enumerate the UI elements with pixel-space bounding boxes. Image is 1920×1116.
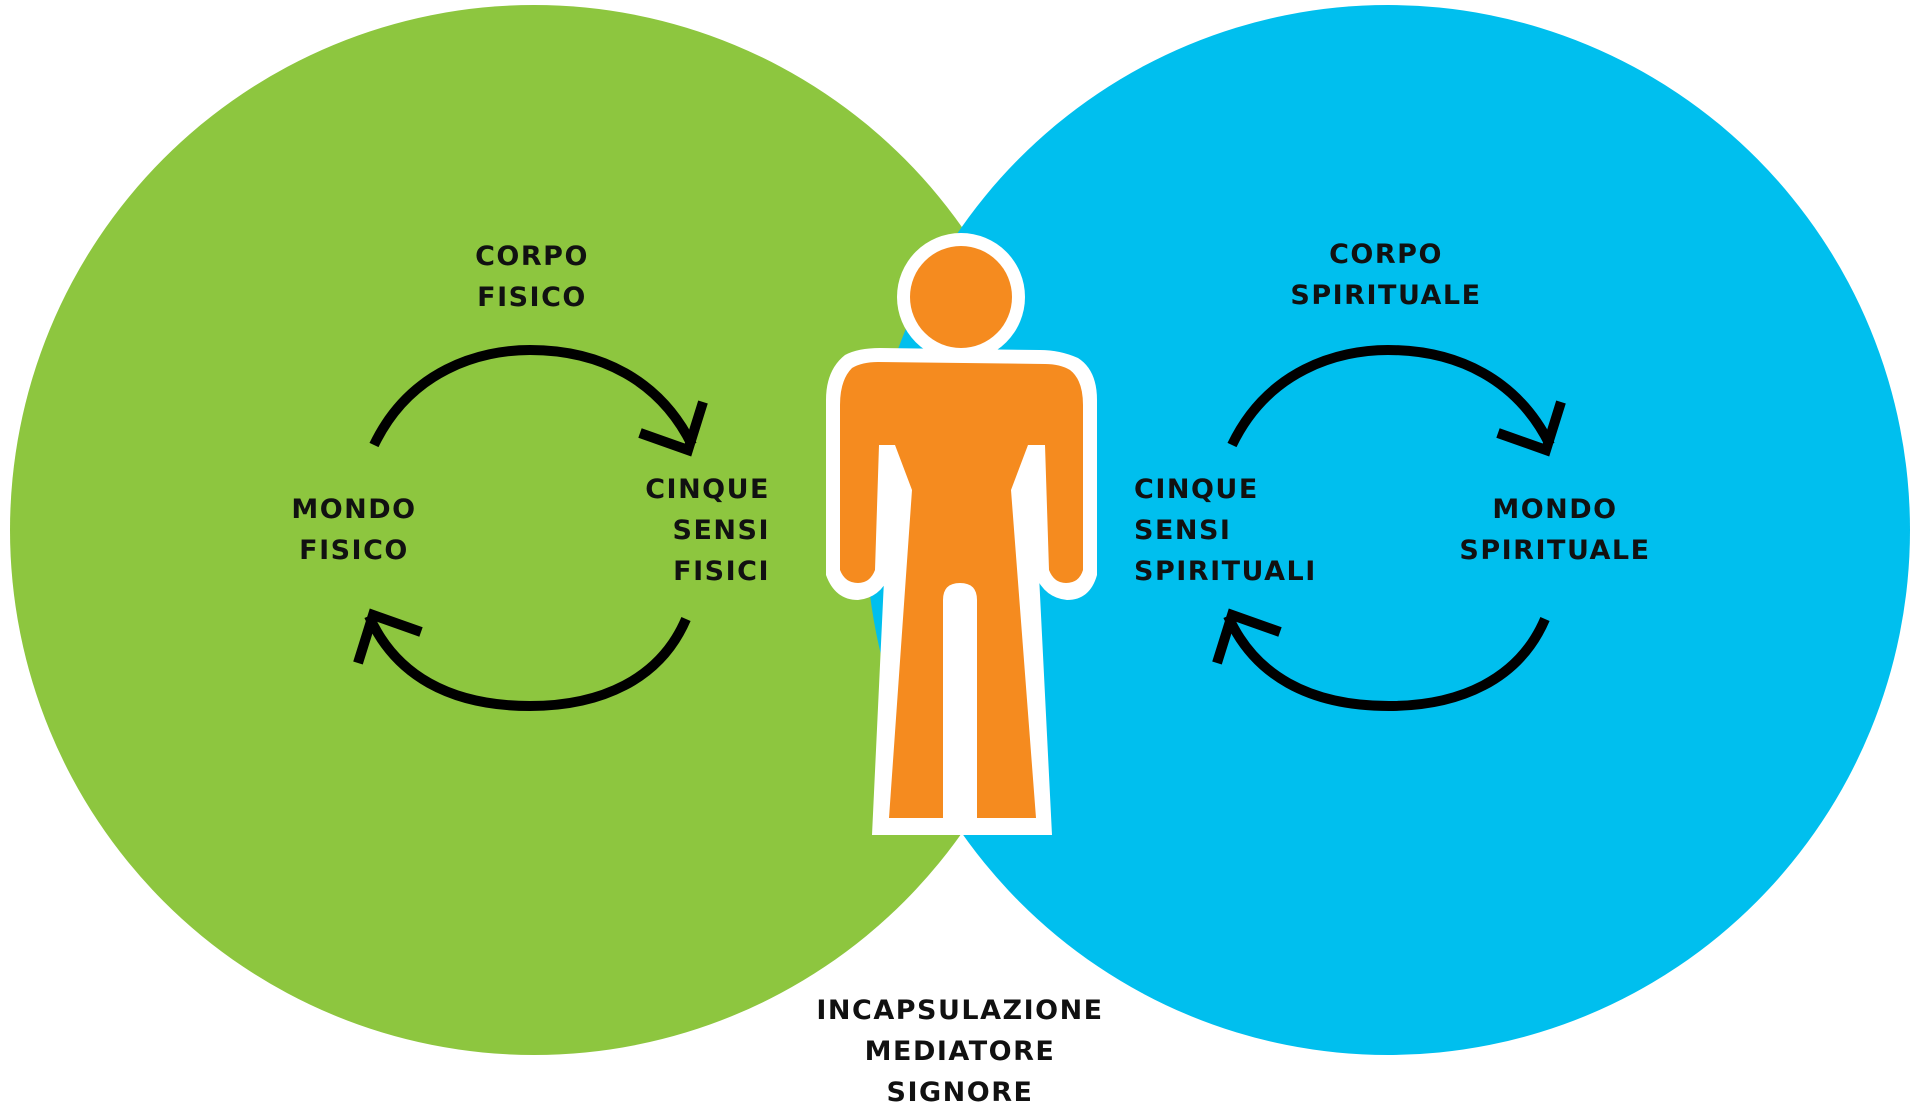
spiritual-senses-label-line2: SENSI: [1134, 515, 1232, 546]
spiritual-top-arrowhead-icon: [1496, 400, 1566, 457]
mediator-label-line2: MEDIATORE: [864, 1036, 1056, 1067]
spiritual-body-label-line1: CORPO: [1329, 239, 1443, 270]
physical-body-label-line2: FISICO: [477, 282, 587, 313]
spiritual-world-label-line1: MONDO: [1492, 494, 1618, 525]
spiritual-senses-label-line3: SPIRITUALI: [1134, 556, 1317, 587]
spiritual-senses-label-line1: CINQUE: [1134, 474, 1259, 505]
person-icon: [826, 233, 1097, 835]
physical-senses-label-line2: SENSI: [672, 515, 770, 546]
physical-world-label-line2: FISICO: [299, 535, 409, 566]
mediator-label-line1: INCAPSULAZIONE: [816, 995, 1104, 1026]
spiritual-world-label: MONDO SPIRITUALE: [1445, 489, 1665, 571]
physical-world-circle: [10, 5, 1058, 1055]
person-body-outline: [826, 348, 1097, 835]
person-head-fill: [910, 246, 1012, 348]
physical-world-label-line1: MONDO: [291, 494, 417, 525]
spiritual-world-circle: [866, 5, 1910, 1055]
spiritual-bottom-arrowhead-icon: [1212, 608, 1282, 665]
mediator-label: INCAPSULAZIONE MEDIATORE SIGNORE: [800, 990, 1120, 1113]
physical-senses-label-line1: CINQUE: [645, 474, 770, 505]
spiritual-body-label-line2: SPIRITUALE: [1290, 280, 1482, 311]
spiritual-senses-label: CINQUE SENSI SPIRITUALI: [1134, 469, 1364, 592]
person-body-fill: [840, 362, 1083, 818]
physical-world-label: MONDO FISICO: [262, 489, 446, 571]
spiritual-body-label: CORPO SPIRITUALE: [1256, 234, 1516, 316]
physical-bottom-arrowhead-icon: [353, 608, 423, 665]
spiritual-cycle-arrows: [1212, 344, 1566, 712]
physical-top-arrowhead-icon: [638, 400, 708, 457]
mediator-label-line3: SIGNORE: [886, 1077, 1034, 1108]
physical-bottom-arc-arrow: [364, 613, 691, 712]
physical-body-label: CORPO FISICO: [436, 236, 628, 318]
physical-body-label-line1: CORPO: [475, 241, 589, 272]
spiritual-top-arc-arrow: [1227, 344, 1555, 448]
spiritual-bottom-arc-arrow: [1223, 613, 1550, 712]
physical-senses-label-line3: FISICI: [673, 556, 770, 587]
spiritual-world-label-line2: SPIRITUALE: [1459, 535, 1651, 566]
physical-top-arc-arrow: [369, 344, 697, 448]
physical-cycle-arrows: [353, 344, 708, 712]
physical-senses-label: CINQUE SENSI FISICI: [600, 469, 770, 592]
